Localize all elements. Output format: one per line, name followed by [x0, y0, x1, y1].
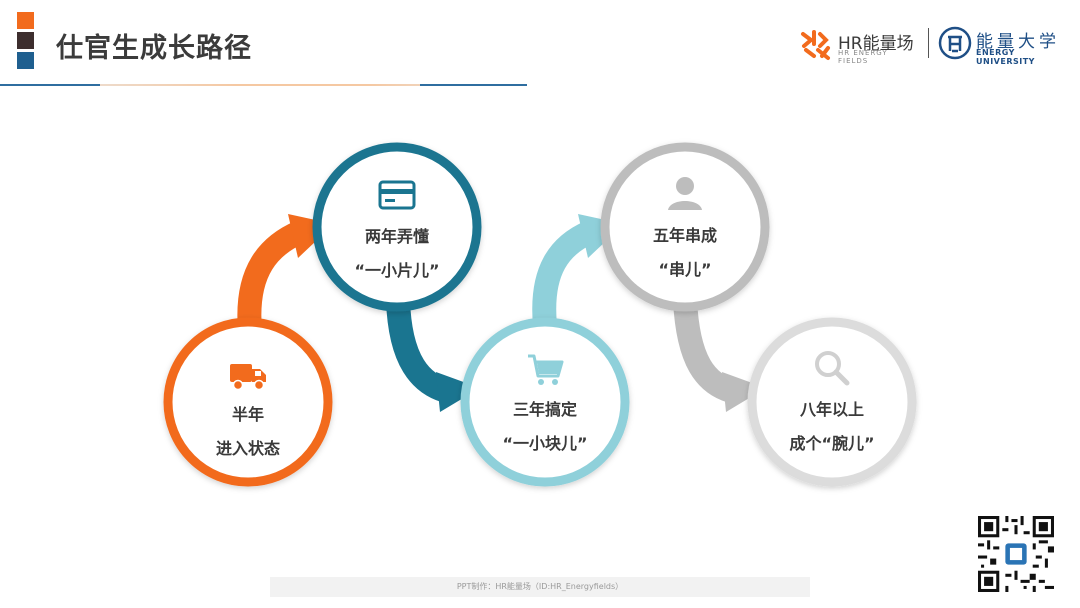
hr-energy-logo: HR能量场 HR ENERGY FIELDS: [800, 28, 918, 65]
energy-university-logo: 能量大学 ENERGY UNIVERSITY: [938, 26, 1068, 66]
stage-3-title: 三年搞定: [512, 400, 577, 419]
stage-2-title: 两年弄懂: [364, 227, 429, 246]
university-seal-icon: [938, 26, 972, 60]
footer-credit: PPT制作：HR能量场（ID:HR_Energyfields）: [270, 577, 810, 597]
arrow-4-to-5: [673, 299, 766, 412]
stage-circle-3: [460, 317, 630, 487]
qr-code-icon: [978, 516, 1054, 592]
stage-2-subtitle: “一小片儿”: [354, 261, 440, 280]
truck-icon: [230, 364, 266, 391]
accent-bar-blue: [17, 52, 34, 69]
stage-1-subtitle: 进入状态: [215, 439, 280, 458]
hr-logo-mark-icon: [801, 30, 830, 60]
stage-1-title: 半年: [231, 405, 264, 424]
cart-icon: [528, 354, 564, 385]
search-icon: [815, 351, 850, 386]
stage-5-subtitle: 成个“腕儿”: [789, 434, 875, 453]
stage-circle-2: [312, 142, 482, 312]
stage-circle-4: [600, 142, 770, 312]
card-icon: [378, 180, 416, 210]
stage-circle-1: [163, 317, 333, 487]
university-logo-en: ENERGY UNIVERSITY: [976, 48, 1035, 66]
accent-bar-orange: [17, 12, 34, 29]
university-logo-cn: 能量大学: [976, 32, 1060, 52]
title-underline: [0, 84, 527, 86]
stage-5-title: 八年以上: [799, 400, 864, 419]
stage-circle-5: [747, 317, 917, 487]
hr-logo-subtext: HR ENERGY FIELDS: [838, 49, 888, 65]
title-underline-accent-left: [0, 84, 100, 86]
logo-divider: [928, 28, 929, 58]
page-title: 仕官生成长路径: [56, 33, 252, 64]
stage-3-subtitle: “一小块儿”: [502, 434, 588, 453]
title-underline-accent-right: [420, 84, 527, 86]
person-icon: [668, 177, 702, 210]
stage-4-title: 五年串成: [652, 226, 717, 245]
accent-bar-dark: [17, 32, 34, 49]
accent-bars: [17, 12, 34, 72]
hr-logo-text: HR能量场: [838, 34, 914, 54]
arrow-2-to-3: [386, 299, 480, 412]
stage-4-subtitle: “串儿”: [658, 260, 712, 279]
